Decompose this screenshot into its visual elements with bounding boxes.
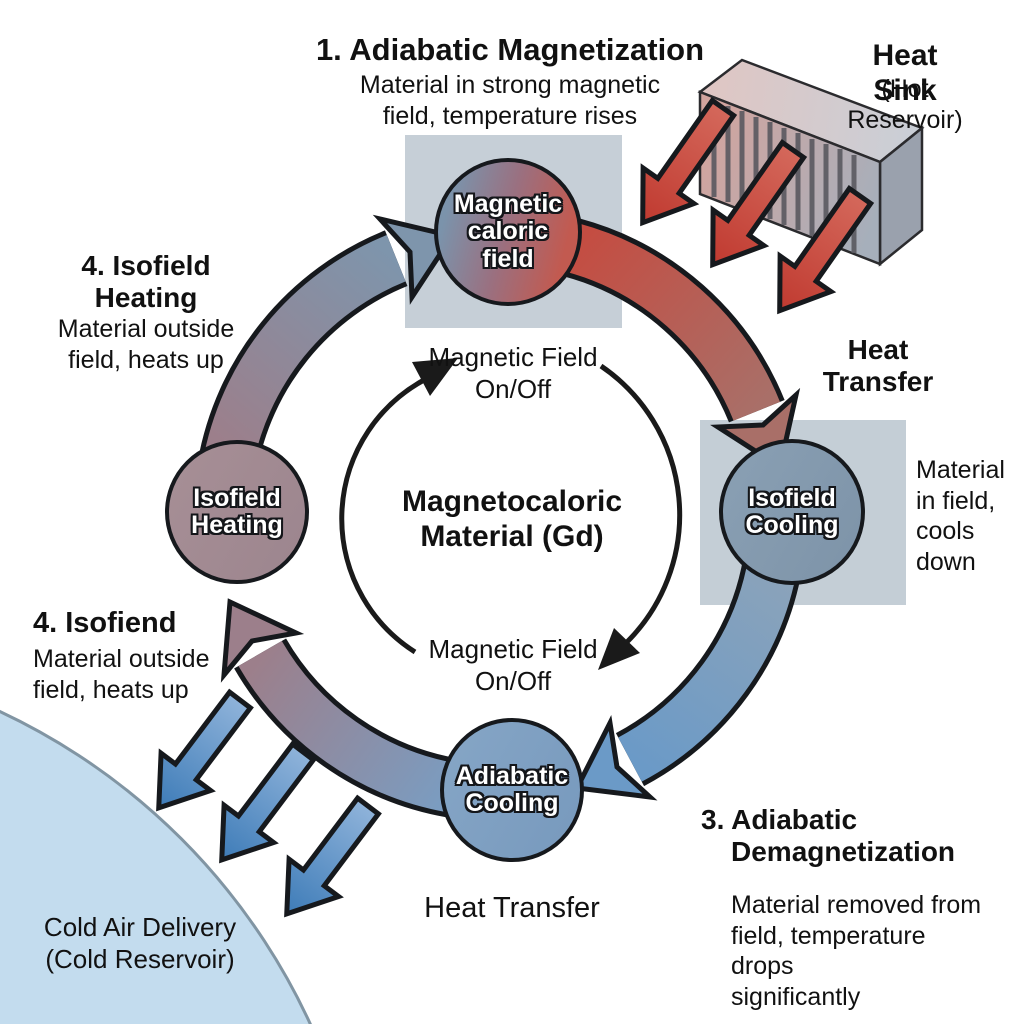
heat-transfer-bottom-label: Heat Transfer <box>424 892 600 924</box>
inner-cycle-arrows <box>339 358 683 670</box>
step1-title: 1. Adiabatic Magnetization <box>315 32 705 67</box>
step3-block: 3. Adiabatic Demagnetization Material re… <box>701 786 991 1024</box>
node-isofield-cooling: Isofield Cooling <box>719 439 865 585</box>
node-isofield-heating-label: Isofield Heating <box>191 483 283 539</box>
step3-description: Material removed from field, temperature… <box>731 891 982 1011</box>
magnetocaloric-material-label: Magnetocaloric Material (Gd) <box>401 485 623 554</box>
step4-upper-title: 4. Isofield Heating <box>81 250 211 314</box>
material-in-field-label: Material in field, cools down <box>916 456 1005 576</box>
inner-arrowhead-up <box>412 358 458 396</box>
heat-transfer-right-label: Heat Transfer <box>822 334 934 398</box>
node-magnetic-caloric-field: Magnetic caloric field <box>434 158 582 306</box>
cold-reservoir-label: Cold Air Delivery (Cold Reservoir) <box>43 912 237 974</box>
node-magnetic-caloric-field-label: Magnetic caloric field <box>453 189 563 273</box>
node-isofield-cooling-label: Isofield Cooling <box>745 483 839 539</box>
step1-description: Material in strong magnetic field, tempe… <box>359 71 661 130</box>
cold-reservoir-shape <box>0 710 312 1024</box>
step4-lower-title: 4. Isofiend <box>33 607 177 639</box>
magnetic-field-onoff-bottom: Magnetic Field On/Off <box>428 634 598 696</box>
step4-upper-description: Material outside field, heats up <box>57 315 235 374</box>
heat-sink-subtitle: (Hot Reservoir) <box>847 75 963 134</box>
node-isofield-heating: Isofield Heating <box>165 440 309 584</box>
hot-flow-arrows-icon <box>640 97 875 315</box>
magnetic-field-onoff-top: Magnetic Field On/Off <box>428 342 598 404</box>
cycle-arc-magnetization-to-cooling <box>563 218 801 472</box>
node-adiabatic-cooling-label: Adiabatic Cooling <box>455 761 569 817</box>
inner-arrowhead-down <box>598 628 640 670</box>
heat-sink-title: Heat Sink <box>872 39 938 108</box>
step4-lower-description: Material outside field, heats up <box>33 645 210 704</box>
cycle-arc-cooling-to-adiabatic-cooling <box>573 557 803 801</box>
node-adiabatic-cooling: Adiabatic Cooling <box>440 718 584 862</box>
step3-title: 3. Adiabatic Demagnetization <box>701 804 956 868</box>
cycle-arc-heating-to-magnetization <box>197 214 457 473</box>
cold-flow-arrows-icon <box>156 688 382 918</box>
cycle-arc-adiabatic-cooling-to-heating <box>220 598 458 818</box>
